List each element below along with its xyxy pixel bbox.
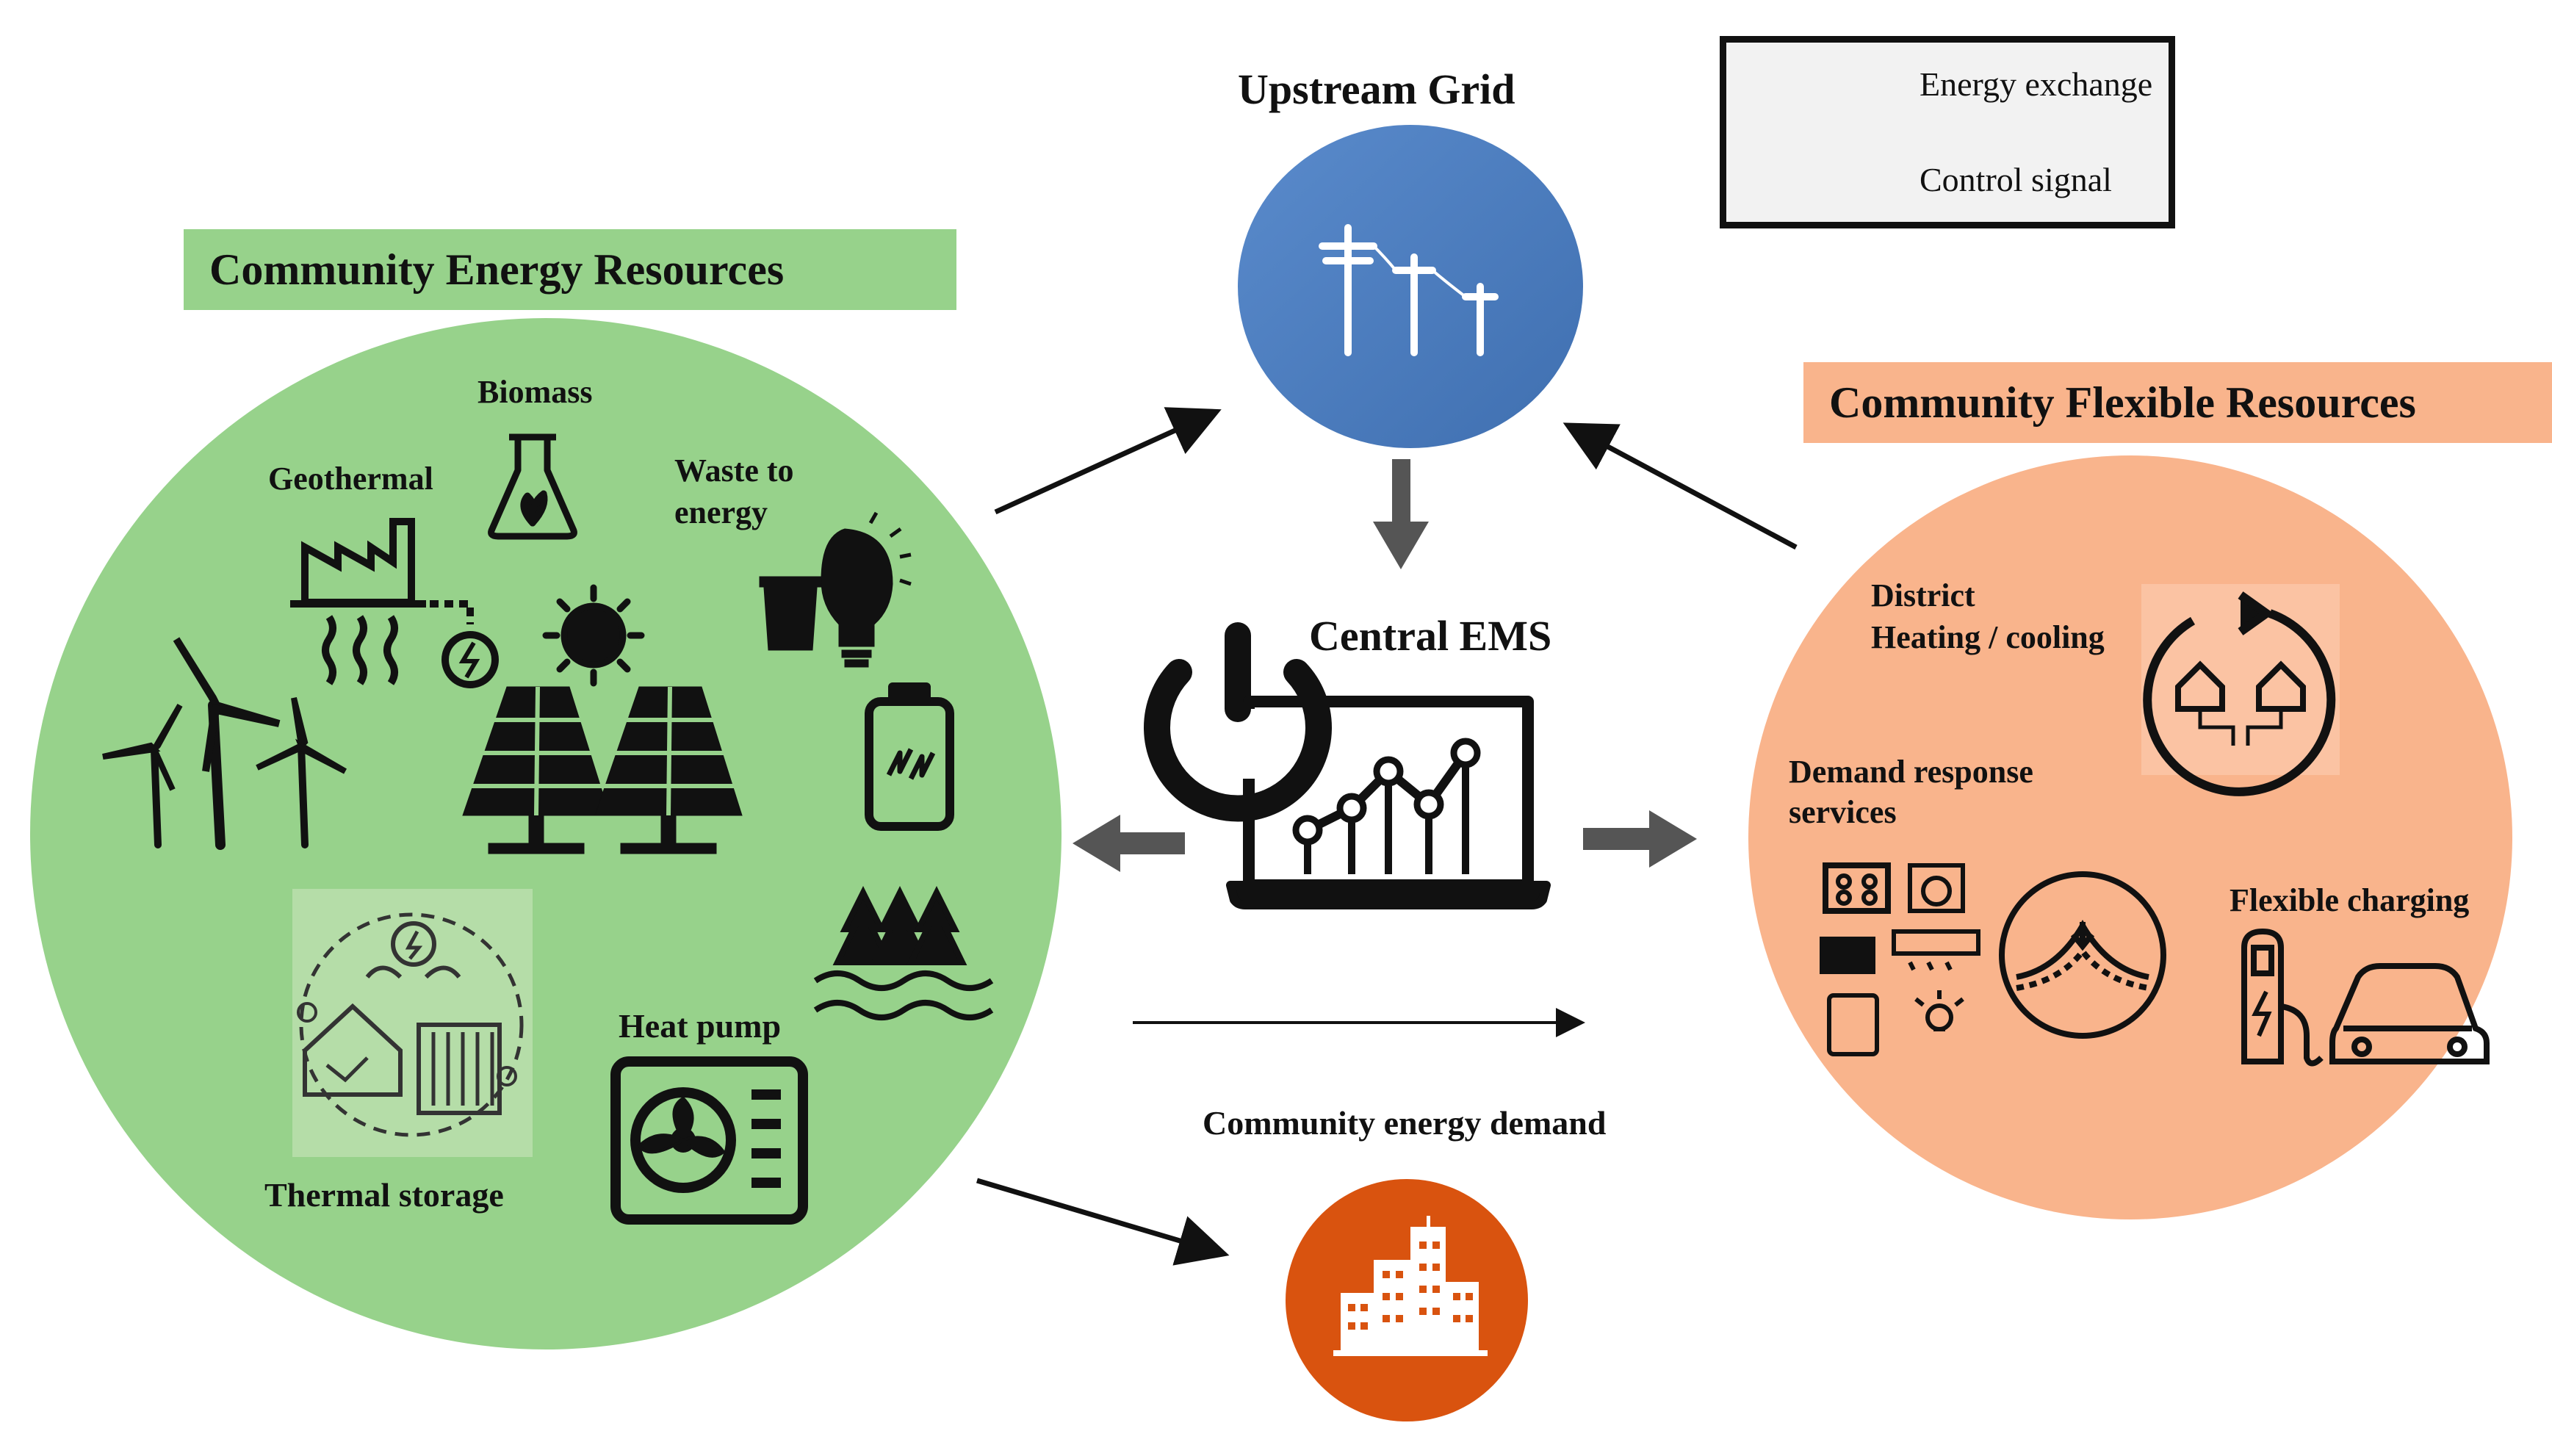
community-demand-label: Community energy demand [1203, 1104, 1607, 1142]
district-heating-icon [2141, 584, 2340, 796]
arrow-grid-to-ems [1373, 459, 1429, 569]
upstream-grid-label: Upstream Grid [1238, 65, 1515, 113]
district-label-line1: District [1871, 577, 1975, 613]
ev-charging-icon [2241, 928, 2490, 1067]
waste-label-line1: Waste to [674, 453, 794, 489]
solar-panels-icon [462, 686, 743, 854]
energy-resources-banner: Community Energy Resources [184, 229, 956, 310]
flexible-resources-banner: Community Flexible Resources [1803, 362, 2552, 443]
city-windows [1348, 1241, 1473, 1330]
arrow-resources-to-grid [994, 407, 1222, 515]
geothermal-factory-icon [290, 518, 499, 688]
demand-response-label-line1: Demand response [1789, 754, 2033, 790]
load-shift-icon [1999, 871, 2166, 1039]
flexible-resources-title: Community Flexible Resources [1829, 378, 2416, 427]
legend: Energy exchange Control signal [1720, 36, 2175, 228]
wind-turbines-icon [102, 637, 347, 850]
waste-to-energy-icon [759, 511, 912, 668]
heat-pump-label: Heat pump [619, 1007, 782, 1045]
legend-control-signal: Control signal [1920, 161, 2112, 198]
arrow-flexible-to-grid [1562, 422, 1798, 550]
battery-icon [865, 682, 954, 831]
arrow-resources-to-demand [976, 1178, 1230, 1266]
arrow-ems-to-resources [1073, 815, 1185, 872]
power-pole-icon [1319, 224, 1499, 356]
arrow-ems-to-flexible [1583, 810, 1697, 868]
chart-points [1292, 738, 1481, 846]
energy-exchange-arrows [976, 407, 1798, 1266]
waste-label-line2: energy [674, 494, 768, 530]
demand-response-icons [1820, 862, 1980, 1056]
flexible-resources-circle [1748, 455, 2512, 1219]
forest-water-icon [813, 886, 994, 1020]
power-icon [1144, 622, 1332, 822]
laptop-icon [1226, 696, 1551, 909]
sun-icon [542, 584, 645, 687]
biomass-flask-icon [488, 433, 577, 540]
legend-energy-exchange: Energy exchange [1920, 65, 2153, 103]
thermal-storage-icon [292, 889, 533, 1157]
city-buildings-icon [1333, 1216, 1488, 1356]
flexible-charging-label: Flexible charging [2230, 882, 2470, 918]
central-ems-label: Central EMS [1309, 612, 1552, 660]
demand-response-label-line2: services [1789, 794, 1897, 830]
control-signal-arrows [1073, 459, 1697, 872]
heat-pump-icon [610, 1056, 808, 1225]
district-label-line2: Heating / cooling [1871, 619, 2105, 655]
biomass-label: Biomass [477, 374, 593, 410]
energy-resources-title: Community Energy Resources [209, 245, 785, 294]
thermal-storage-label: Thermal storage [264, 1176, 504, 1214]
geothermal-label: Geothermal [268, 461, 433, 497]
